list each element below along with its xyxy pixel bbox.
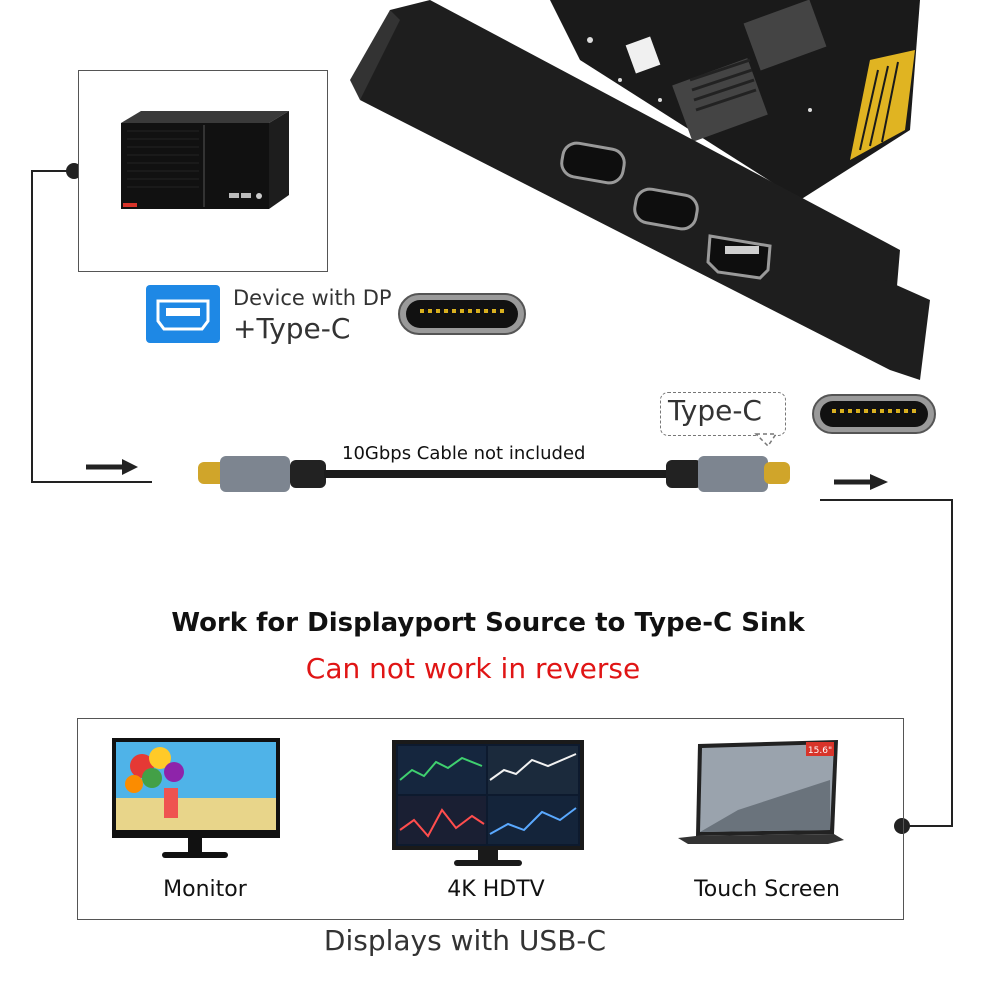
cable-caption: 10Gbps Cable not included (342, 443, 586, 464)
screen-size-badge-text: 15.6" (808, 746, 832, 756)
pcie-gold-contacts (850, 50, 915, 160)
left-arrow-icon (86, 459, 138, 475)
type-c-callout (660, 392, 786, 436)
monitor-icon (112, 738, 280, 858)
desktop-pc-icon (121, 111, 289, 209)
source-label-line1: Device with DP (233, 286, 392, 310)
right-arrow-icon (834, 474, 888, 490)
usb-c-cable-image (198, 456, 790, 492)
pcie-card-image (350, 0, 930, 380)
usb-c-port-icon (398, 293, 526, 335)
portable-screen-icon: 15.6" (678, 740, 844, 844)
displays-caption: Displays with USB-C (323, 924, 607, 957)
headline: Work for Displayport Source to Type-C Si… (171, 608, 805, 638)
screen-size-badge (806, 742, 834, 756)
usb-c-plug-left (198, 462, 226, 484)
left-flow-line (31, 170, 152, 483)
type-c-callout-text: Type-C (668, 394, 762, 427)
source-label-line2: +Type-C (233, 312, 351, 345)
usb-c-plug-right (764, 462, 790, 484)
tv-icon (392, 740, 584, 866)
callout-tail (754, 433, 778, 448)
displays-box (77, 718, 904, 920)
usb-c-port-2 (633, 187, 699, 231)
device-label-monitor: Monitor (163, 877, 247, 902)
warning-text: Can not work in reverse (305, 652, 641, 685)
right-connector-dot (894, 818, 910, 834)
device-label-hdtv: 4K HDTV (447, 877, 545, 902)
usb-c-port-icon (812, 394, 936, 434)
usb-c-port-1 (560, 141, 626, 185)
device-label-touch-screen: Touch Screen (694, 877, 840, 902)
right-flow-line (820, 499, 953, 827)
displayport-icon (146, 285, 220, 343)
source-device-box (78, 70, 328, 272)
